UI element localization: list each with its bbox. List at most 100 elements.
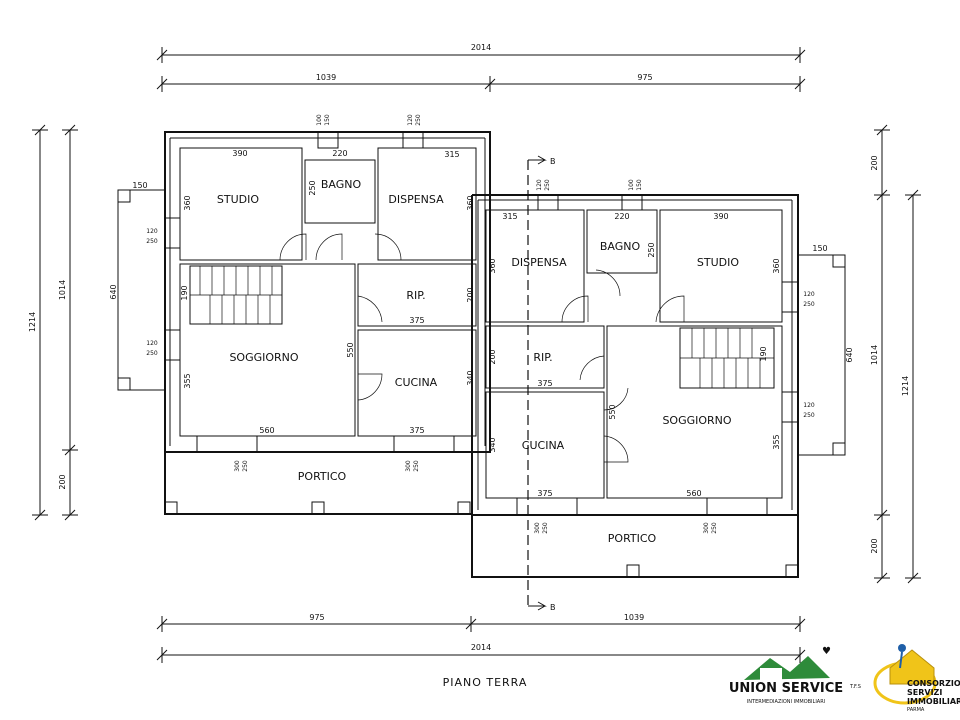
left-doors [279, 233, 402, 401]
left-dim-bagno-h: 250 [308, 180, 317, 195]
right-room-portico: PORTICO [608, 532, 657, 545]
consorzio-logo: CONSORZIO SERVIZI IMMOBILIARI PARMA [873, 644, 960, 713]
right-dim-studio-h: 360 [772, 258, 781, 273]
right-win-120a: 120 [536, 179, 543, 191]
dim-bottom-total: 2014 [471, 643, 491, 652]
dimension-lines [32, 47, 921, 663]
dimension-labels: 2014 1039 975 975 1039 2014 1214 1014 20… [28, 43, 910, 652]
right-room-soggiorno: SOGGIORNO [662, 414, 731, 427]
dim-bottom-left: 975 [309, 613, 324, 622]
left-room-labels: STUDIO BAGNO DISPENSA RIP. SOGGIORNO CUC… [217, 178, 444, 483]
dim-right-top: 200 [870, 155, 879, 170]
right-room-studio: STUDIO [697, 256, 739, 269]
right-dim-wall-550: 550 [608, 404, 617, 419]
dim-right-inner: 1014 [870, 345, 879, 365]
left-win-120c: 120 [146, 340, 158, 347]
right-win-300a: 300 [534, 522, 541, 534]
right-dim-soggiorno-h: 355 [772, 434, 781, 449]
left-dim-cucina-w: 375 [409, 426, 424, 435]
left-dim-soggiorno-w: 560 [259, 426, 274, 435]
dim-bottom-right: 1039 [624, 613, 644, 622]
left-room-portico: PORTICO [298, 470, 347, 483]
dim-right-lower: 200 [870, 538, 879, 553]
left-win-120b: 120 [146, 228, 158, 235]
right-dim-dispensa-w: 315 [502, 212, 517, 221]
right-room-dims: 315 360 220 250 390 360 200 375 340 375 … [488, 179, 815, 534]
section-line-b: B B [527, 155, 556, 612]
dim-right-outer: 1214 [901, 376, 910, 396]
right-dim-cucina-w: 375 [537, 489, 552, 498]
right-win-120c: 120 [803, 402, 815, 409]
dim-left-outer: 1214 [28, 312, 37, 332]
left-room-rip: RIP. [406, 289, 425, 302]
left-room-dims: 390 360 220 250 315 360 200 375 190 355 … [146, 114, 475, 472]
right-dim-bagno-h: 250 [647, 242, 656, 257]
dim-top-right: 975 [637, 73, 652, 82]
left-win-250b: 250 [146, 238, 158, 245]
consorzio-l2: SERVIZI [907, 688, 942, 697]
section-label-bottom: B [550, 603, 556, 612]
dim-left-porch-150: 150 [132, 181, 147, 190]
left-dim-rip-w: 375 [409, 316, 424, 325]
dim-right-porch: 640 [845, 347, 854, 362]
left-win-250a: 250 [415, 114, 422, 126]
left-dim-bagno-w: 220 [332, 149, 347, 158]
right-win-100: 100 [628, 179, 635, 191]
consorzio-l4: PARMA [907, 707, 925, 713]
left-win-300a: 300 [234, 460, 241, 472]
right-doors [561, 269, 685, 463]
left-win-250e: 250 [413, 460, 420, 472]
left-dim-studio-h: 360 [183, 195, 192, 210]
right-dim-cucina-h: 340 [488, 437, 497, 452]
left-dim-stair: 190 [180, 285, 189, 300]
right-win-250b: 250 [803, 301, 815, 308]
right-win-250e: 250 [711, 522, 718, 534]
right-stairs [679, 327, 775, 389]
dim-left-porch: 640 [109, 284, 118, 299]
left-stairs [189, 265, 283, 325]
left-win-300b: 300 [405, 460, 412, 472]
dim-top-total: 2014 [471, 43, 491, 52]
left-dim-wall-550: 550 [346, 342, 355, 357]
left-dim-dispensa-w: 315 [444, 150, 459, 159]
left-room-soggiorno: SOGGIORNO [229, 351, 298, 364]
left-room-dispensa: DISPENSA [388, 193, 444, 206]
right-dim-rip-w: 375 [537, 379, 552, 388]
union-service-logo: UNION SERVICE INTERMEDIAZIONI IMMOBILIAR… [729, 646, 861, 705]
plan-title: PIANO TERRA [443, 676, 528, 689]
left-win-120a: 120 [407, 114, 414, 126]
dim-left-lower: 200 [58, 474, 67, 489]
section-label-top: B [550, 157, 556, 166]
right-room-rip: RIP. [533, 351, 552, 364]
left-dim-cucina-h: 340 [466, 370, 475, 385]
dim-right-porch-150: 150 [812, 244, 827, 253]
right-room-dispensa: DISPENSA [511, 256, 567, 269]
right-win-250d: 250 [542, 522, 549, 534]
right-dim-soggiorno-w: 560 [686, 489, 701, 498]
right-win-120b: 120 [803, 291, 815, 298]
right-room-bagno: BAGNO [600, 240, 641, 253]
consorzio-l1: CONSORZIO [907, 679, 960, 688]
heart-icon: ♥ [822, 646, 831, 657]
right-room-labels: DISPENSA BAGNO STUDIO RIP. CUCINA SOGGIO… [511, 240, 739, 545]
consorzio-house-icon [889, 649, 935, 685]
right-win-250a: 250 [544, 179, 551, 191]
left-win-150: 150 [324, 114, 331, 126]
right-dim-studio-w: 390 [713, 212, 728, 221]
left-dim-soggiorno-h: 355 [183, 373, 192, 388]
left-dim-studio-w: 390 [232, 149, 247, 158]
right-dim-bagno-w: 220 [614, 212, 629, 221]
left-win-250c: 250 [146, 350, 158, 357]
union-roof-icon [744, 656, 830, 680]
left-dim-rip-h: 200 [466, 287, 475, 302]
union-service-sub: INTERMEDIAZIONI IMMOBILIARI [747, 699, 825, 705]
left-win-100: 100 [316, 114, 323, 126]
union-service-badge: T.F.S [849, 684, 861, 690]
right-win-300b: 300 [703, 522, 710, 534]
left-unit-walls [117, 131, 491, 515]
consorzio-figure-icon [898, 644, 906, 652]
right-win-250c: 250 [803, 412, 815, 419]
right-dim-stair: 190 [759, 346, 768, 361]
right-dim-dispensa-h: 360 [488, 258, 497, 273]
